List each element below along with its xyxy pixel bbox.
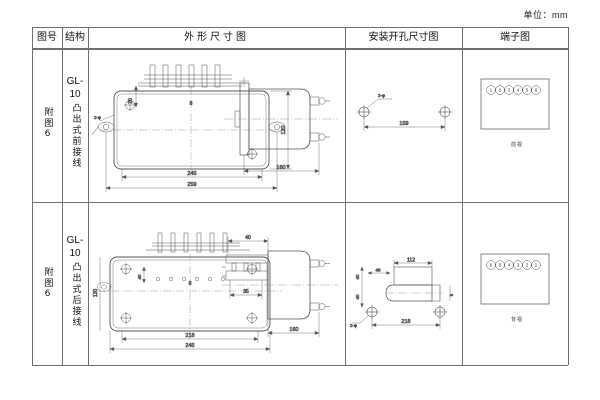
svg-text:218: 218: [185, 333, 194, 339]
svg-text:8: 8: [189, 281, 192, 287]
svg-text:1: 1: [535, 263, 538, 268]
svg-text:2: 2: [499, 88, 502, 93]
svg-text:40: 40: [355, 294, 360, 300]
row-2-terminal-caption: 背视: [510, 317, 523, 323]
svg-text:159: 159: [399, 121, 408, 127]
svg-text:5: 5: [499, 263, 502, 268]
svg-text:40: 40: [137, 274, 142, 280]
svg-text:35: 35: [243, 289, 249, 295]
col-rule-left: [32, 27, 33, 365]
col-rule-right: [568, 27, 569, 365]
header-structure: 结构: [65, 32, 85, 43]
row-1-terminal-drawing: 1 2 3 4 5 6: [479, 77, 551, 135]
row-1-fig-no: 附图6: [42, 107, 53, 141]
svg-text:3: 3: [517, 263, 520, 268]
row-1-model: GL-10: [66, 76, 84, 100]
svg-text:245: 245: [185, 343, 194, 349]
row-1-terminal-caption: 前视: [510, 142, 523, 148]
col-rule-3: [345, 27, 346, 365]
svg-text:3: 3: [508, 88, 511, 93]
svg-text:2-φ: 2-φ: [378, 93, 385, 98]
svg-text:8: 8: [190, 101, 193, 107]
header-terminal: 端子图: [500, 32, 530, 43]
row-2-panel-cutout-drawing: 2-φ 112 46: [350, 255, 460, 335]
svg-text:2-φ: 2-φ: [94, 115, 101, 120]
svg-text:160: 160: [276, 165, 285, 171]
svg-text:40: 40: [355, 274, 360, 280]
row-1-panel-cutout-drawing: 2-φ 159: [352, 87, 457, 147]
col-rule-4: [462, 27, 463, 365]
row-2-structure: GL-10 凸出式后接线: [62, 234, 88, 333]
svg-text:4: 4: [517, 88, 520, 93]
svg-text:40: 40: [245, 235, 251, 241]
col-rule-2: [88, 27, 89, 365]
row-2-fig-no: 附图6: [42, 267, 53, 301]
row-2-model: GL-10: [66, 235, 84, 259]
dim-top-small: 20: [128, 98, 134, 104]
svg-text:6: 6: [490, 263, 493, 268]
row-divider-rule: [32, 202, 568, 203]
spec-table: 图号 结构 外形尺寸图 安装开孔尺寸图 端子图 附图6 GL-10 凸出式前接线: [32, 27, 569, 366]
header-bottom-rule: [32, 48, 568, 50]
header-fig-no: 图号: [37, 32, 57, 43]
table-top-rule: [32, 27, 568, 28]
row-2-side-view: 40 35: [222, 227, 340, 352]
svg-text:5: 5: [526, 88, 529, 93]
svg-text:46: 46: [375, 268, 381, 273]
svg-text:2-φ: 2-φ: [350, 323, 357, 328]
table-bottom-rule: [32, 365, 568, 366]
unit-note: 单位：mm: [523, 10, 568, 20]
col-rule-1: [62, 27, 63, 365]
row-2-terminal-drawing: 6 5 4 3 2 1: [479, 252, 551, 310]
svg-text:160: 160: [289, 327, 298, 333]
row-1-side-view: 160: [222, 59, 340, 189]
header-panel-cutout: 安装开孔尺寸图: [368, 32, 439, 43]
svg-text:259: 259: [187, 182, 196, 188]
svg-text:120: 120: [93, 289, 99, 298]
svg-text:4: 4: [508, 263, 511, 268]
svg-text:245: 245: [187, 171, 196, 177]
svg-text:1: 1: [490, 88, 493, 93]
svg-text:2: 2: [526, 263, 529, 268]
svg-text:112: 112: [407, 258, 415, 264]
row-2-outline-drawing: 120 40 8: [92, 225, 342, 355]
row-1-structure: GL-10 凸出式前接线: [62, 75, 88, 174]
svg-text:5: 5: [449, 293, 454, 296]
svg-text:120: 120: [281, 125, 287, 134]
row-1-outline-drawing: 20 8 2-φ 245: [92, 55, 342, 195]
svg-text:218: 218: [401, 319, 410, 325]
header-outline: 外形尺寸图: [184, 32, 249, 43]
svg-text:6: 6: [535, 88, 538, 93]
